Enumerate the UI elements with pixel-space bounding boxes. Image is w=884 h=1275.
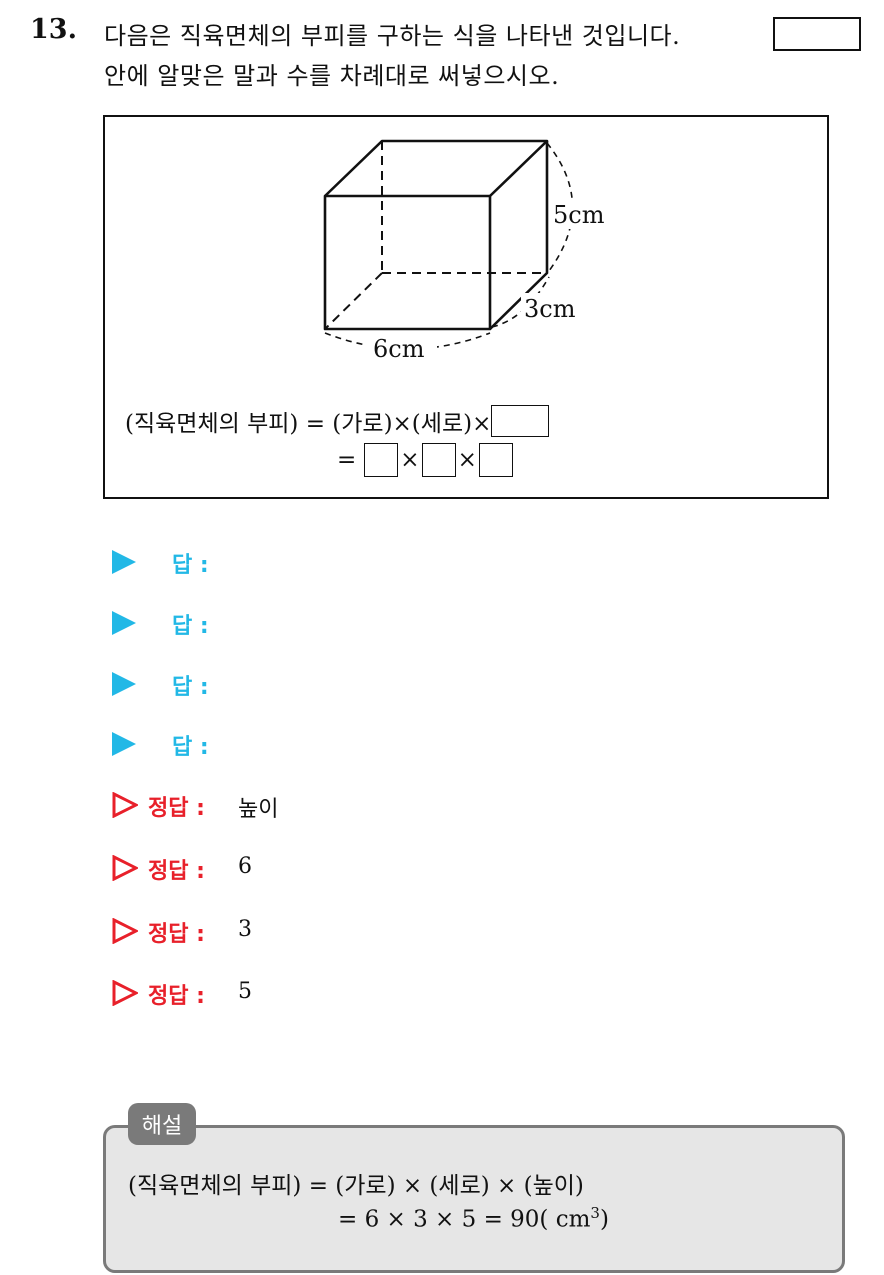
cuboid-figure: 5cm 3cm 6cm [323,139,611,363]
key-label: 정답 : [148,859,205,884]
formula-blank-3 [421,443,456,477]
key-value: 높이 [238,797,279,822]
formula-equals: = [337,447,357,473]
height-label-bg [549,199,611,229]
key-value: 3 [238,917,252,942]
height-label: 5cm [553,201,605,229]
key-label: 정답 : [148,796,205,821]
answer-label: 답 : [172,735,209,760]
formula-times-2: × [457,447,477,473]
solution-unit-exponent: 3 [590,1204,600,1222]
depth-label-bg [521,293,583,323]
answer-row-1: 답 : [112,547,209,578]
formula-times-1: × [400,447,420,473]
width-label-bg [367,335,437,361]
answer-label: 답 : [172,553,209,578]
hidden-edge-depth [324,272,383,330]
formula-line1: (직육면체의 부피) = (가로)×(세로)× [125,404,550,438]
formula-blank-1 [491,405,550,437]
formula-blank-4 [478,443,513,477]
question-number: 13. [30,14,77,45]
answer-marker-icon [112,732,136,756]
answer-marker-icon [112,672,136,696]
front-face [323,194,492,331]
question-text-line1: 다음은 직육면체의 부피를 구하는 식을 나타낸 것입니다. [104,22,681,50]
key-row-1: 정답 : 높이 [112,790,278,822]
key-label: 정답 : [148,922,205,947]
width-label: 6cm [373,335,425,363]
solution-line1: (직육면체의 부피) = (가로) × (세로) × (높이) [128,1173,584,1199]
key-marker-icon [112,855,138,881]
key-value: 6 [238,854,252,879]
figure-box: 5cm 3cm 6cm (직육면체의 부피) = (가로)×(세로)× = × … [103,115,829,499]
solution-box: (직육면체의 부피) = (가로) × (세로) × (높이) = 6 × 3 … [103,1125,845,1273]
question-text-line2: 안에 알맞은 말과 수를 차례대로 써넣으시오. [104,62,560,90]
answer-row-2: 답 : [112,608,209,639]
key-marker-icon [112,980,138,1006]
formula-blank-2 [364,443,399,477]
formula-line2: = × × [337,443,515,477]
solution-line2: = 6 × 3 × 5 = 90( cm3) [338,1204,609,1233]
solution-line2-end: ) [599,1206,609,1233]
question-blank-box [773,17,861,51]
key-label: 정답 : [148,984,205,1009]
depth-label: 3cm [524,295,576,323]
key-row-2: 정답 : 6 [112,853,252,884]
solution-tag: 해설 [128,1103,196,1145]
side-face-edges [489,141,549,330]
width-arc [324,332,491,350]
answer-label: 답 : [172,614,209,639]
answer-label: 답 : [172,675,209,700]
key-row-4: 정답 : 5 [112,978,252,1009]
key-marker-icon [112,792,138,818]
key-row-3: 정답 : 3 [112,916,252,947]
formula-line1-text: (직육면체의 부피) = (가로)×(세로)× [125,411,492,437]
answer-marker-icon [112,611,136,635]
key-marker-icon [112,918,138,944]
solution-line2-text: = 6 × 3 × 5 = 90( cm [338,1206,591,1233]
answer-marker-icon [112,550,136,574]
key-value: 5 [238,979,252,1004]
answer-row-4: 답 : [112,729,209,760]
top-face-edges [324,139,549,197]
answer-row-3: 답 : [112,669,209,700]
